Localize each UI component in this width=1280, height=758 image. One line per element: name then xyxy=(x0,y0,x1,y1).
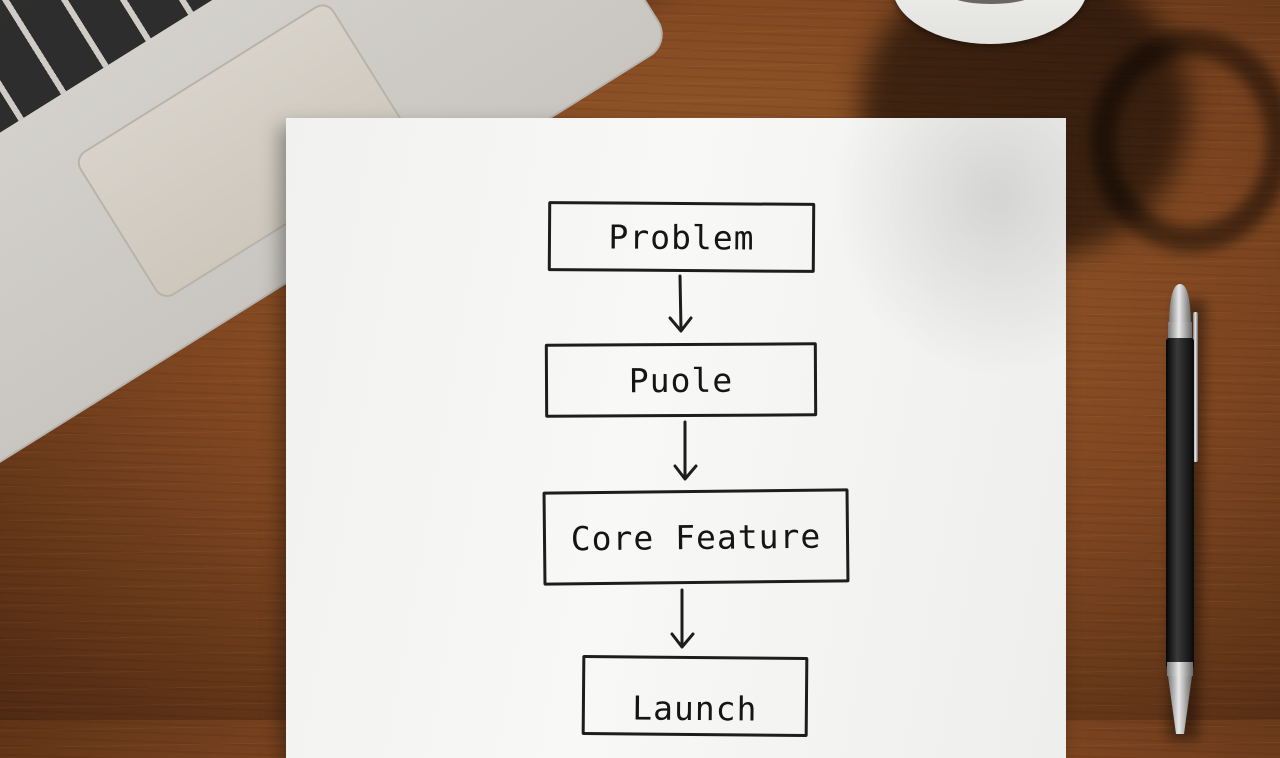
flow-step-label: Puole xyxy=(628,360,734,400)
flow-step-label: Launch xyxy=(632,688,758,729)
arrow-down-icon xyxy=(673,420,698,481)
paper-shadow xyxy=(830,118,1066,378)
mug-handle-shadow xyxy=(1090,30,1280,252)
flow-step-problem: Problem xyxy=(547,201,816,273)
arrow-down-icon xyxy=(670,588,695,649)
flow-step-label: Problem xyxy=(608,216,755,258)
flow-step-puole: Puole xyxy=(544,342,818,418)
arrow-down-icon xyxy=(668,274,693,333)
flow-step-core-feature: Core Feature xyxy=(542,488,850,586)
flow-step-launch: Launch xyxy=(581,655,809,737)
mug-rim xyxy=(946,0,1036,4)
flow-step-label: Core Feature xyxy=(570,516,822,558)
paper-sheet xyxy=(286,118,1066,758)
pen-icon xyxy=(1166,284,1198,734)
